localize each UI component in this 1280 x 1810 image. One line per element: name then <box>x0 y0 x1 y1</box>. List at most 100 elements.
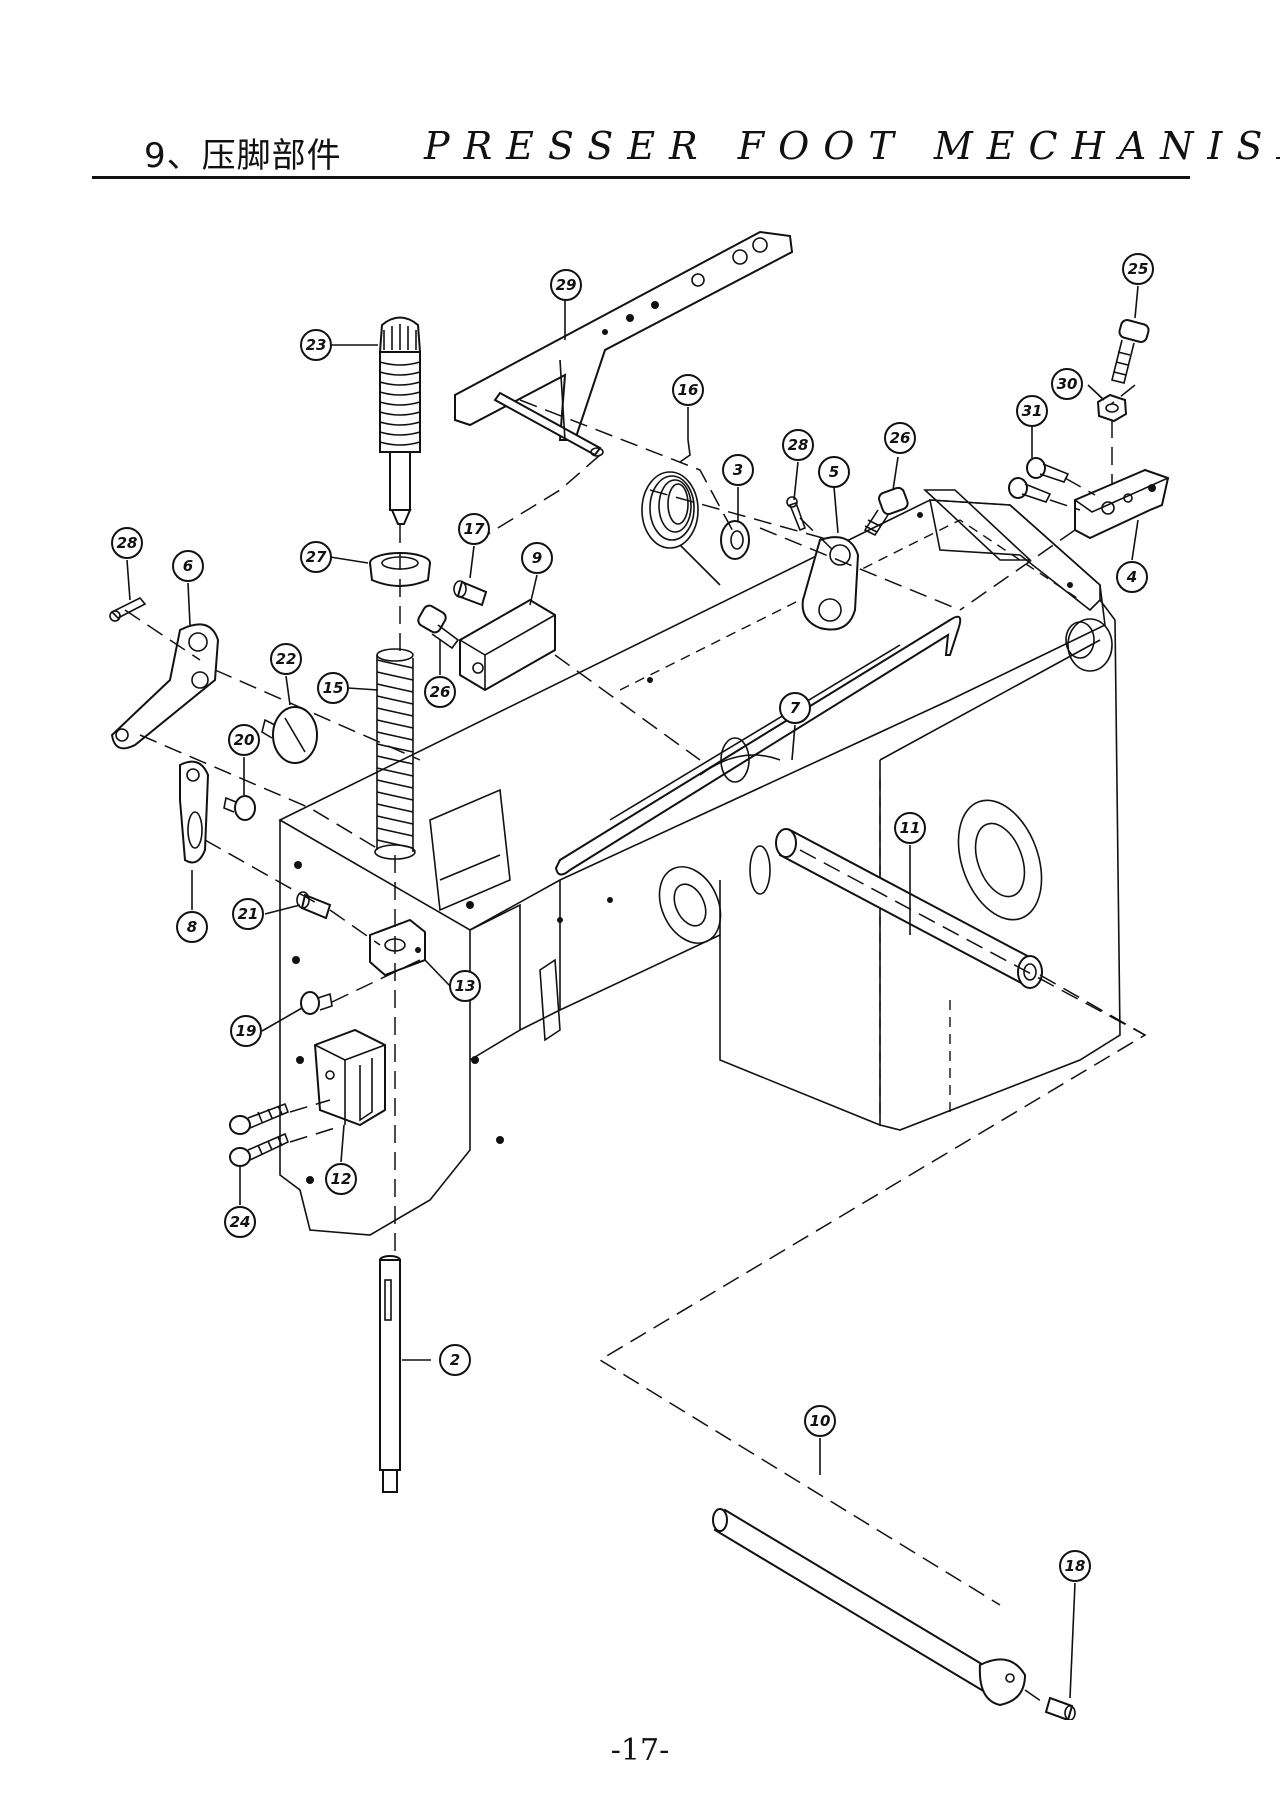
part-29-lifter-lever <box>454 230 794 457</box>
callout-19: 19 <box>230 1015 262 1047</box>
callout-25: 25 <box>1122 253 1154 285</box>
callout-16-label: 16 <box>678 381 699 399</box>
callout-7-label: 7 <box>790 699 801 717</box>
callout-26-upper-label: 26 <box>890 429 911 447</box>
callout-13: 13 <box>449 970 481 1002</box>
callout-24-label: 24 <box>230 1213 251 1231</box>
part-25-hex-screw <box>1111 319 1150 384</box>
callout-28-right-label: 28 <box>788 436 809 454</box>
callout-22-label: 22 <box>276 650 297 668</box>
callout-26-lower: 26 <box>424 676 456 708</box>
callout-17: 17 <box>458 513 490 545</box>
callout-31-label: 31 <box>1022 402 1043 420</box>
part-22-thumb-screw <box>261 706 318 764</box>
callout-2: 2 <box>439 1344 471 1376</box>
part-19-screw <box>300 991 333 1015</box>
part-6-lifting-lever <box>110 623 220 750</box>
callout-30-label: 30 <box>1057 375 1078 393</box>
part-28-split-pin-right <box>786 496 807 532</box>
callout-27: 27 <box>300 541 332 573</box>
part-10-presser-lifting-shaft <box>712 1508 1027 1707</box>
callout-9: 9 <box>521 542 553 574</box>
part-26-socket-screw-upper <box>863 486 909 537</box>
callout-23-label: 23 <box>306 336 327 354</box>
callout-4-label: 4 <box>1126 568 1137 586</box>
callout-4: 4 <box>1116 561 1148 593</box>
callout-3-label: 3 <box>733 461 743 479</box>
part-15-presser-spring <box>374 648 416 860</box>
part-21-set-screw <box>296 891 332 920</box>
part-3-washer <box>720 520 750 560</box>
callout-20: 20 <box>228 724 260 756</box>
machine-head-casting <box>278 489 1121 1236</box>
callout-15-label: 15 <box>323 679 344 697</box>
callout-8-label: 8 <box>187 918 197 936</box>
callout-29-label: 29 <box>556 276 577 294</box>
part-17-set-screw <box>453 580 488 607</box>
callout-2-label: 2 <box>450 1351 460 1369</box>
exploded-parts-diagram: 29 23 27 15 16 3 28 5 26 25 30 31 <box>109 230 1170 1720</box>
part-4-hinge-bracket <box>1074 468 1170 540</box>
callout-5-label: 5 <box>829 463 839 481</box>
assembly-guide-lines <box>124 384 1147 1707</box>
callout-21-label: 21 <box>238 905 259 923</box>
callout-3: 3 <box>722 454 754 486</box>
callout-27-label: 27 <box>306 548 327 566</box>
callout-6: 6 <box>172 550 204 582</box>
callout-7: 7 <box>779 692 811 724</box>
callout-19-label: 19 <box>236 1022 257 1040</box>
callout-22: 22 <box>270 643 302 675</box>
callout-11-label: 11 <box>900 819 921 837</box>
callout-5: 5 <box>818 456 850 488</box>
part-2-presser-bar <box>379 1255 401 1493</box>
callout-23: 23 <box>300 329 332 361</box>
callout-17-label: 17 <box>464 520 485 538</box>
header-rule <box>92 176 1190 179</box>
callout-25-label: 25 <box>1128 260 1149 278</box>
callout-10: 10 <box>804 1405 836 1437</box>
callout-13-label: 13 <box>455 977 476 995</box>
part-20-screw <box>223 795 256 821</box>
page-title-chinese: 9、压脚部件 <box>144 136 342 176</box>
page-number: -17- <box>610 1733 670 1768</box>
part-28-split-pin-left <box>109 597 147 622</box>
part-9-lifting-block <box>459 598 556 692</box>
callout-10-label: 10 <box>810 1412 831 1430</box>
part-18-set-screw <box>1044 1696 1076 1720</box>
part-12-presser-bar-guide <box>313 1028 386 1127</box>
part-26-socket-screw-lower <box>417 604 460 650</box>
part-5-connecting-link <box>801 536 860 631</box>
page-header: 9、压脚部件 PRESSER FOOT MECHANISM <box>92 118 1280 180</box>
callout-12: 12 <box>325 1163 357 1195</box>
part-16-torsion-spring <box>641 439 721 586</box>
part-24-socket-screw-lower <box>229 1132 290 1167</box>
callout-28-right: 28 <box>782 429 814 461</box>
callout-26-lower-label: 26 <box>430 683 451 701</box>
part-31-socket-screws <box>1008 457 1070 503</box>
part-7-lifting-rod <box>554 615 962 876</box>
callout-26-upper: 26 <box>884 422 916 454</box>
part-8-link-plate <box>179 760 210 864</box>
callout-11: 11 <box>894 812 926 844</box>
callout-15: 15 <box>317 672 349 704</box>
callout-28-left-label: 28 <box>117 534 138 552</box>
callout-12-label: 12 <box>331 1170 352 1188</box>
callout-18: 18 <box>1059 1550 1091 1582</box>
callout-28-left: 28 <box>111 527 143 559</box>
callout-21: 21 <box>232 898 264 930</box>
callout-18-label: 18 <box>1065 1557 1086 1575</box>
callout-9-label: 9 <box>532 549 542 567</box>
callout-24: 24 <box>224 1206 256 1238</box>
callout-30: 30 <box>1051 368 1083 400</box>
page-title-english: PRESSER FOOT MECHANISM <box>424 124 1280 168</box>
callout-16: 16 <box>672 374 704 406</box>
callout-20-label: 20 <box>234 731 255 749</box>
callout-31: 31 <box>1016 395 1048 427</box>
part-13-guide-bracket <box>369 918 426 977</box>
part-24-socket-screw-upper <box>229 1102 290 1135</box>
part-23-pressure-regulating-screw <box>378 316 422 525</box>
callout-6-label: 6 <box>183 557 193 575</box>
callout-8: 8 <box>176 911 208 943</box>
callout-29: 29 <box>550 269 582 301</box>
callout-leaders <box>126 285 1139 1699</box>
